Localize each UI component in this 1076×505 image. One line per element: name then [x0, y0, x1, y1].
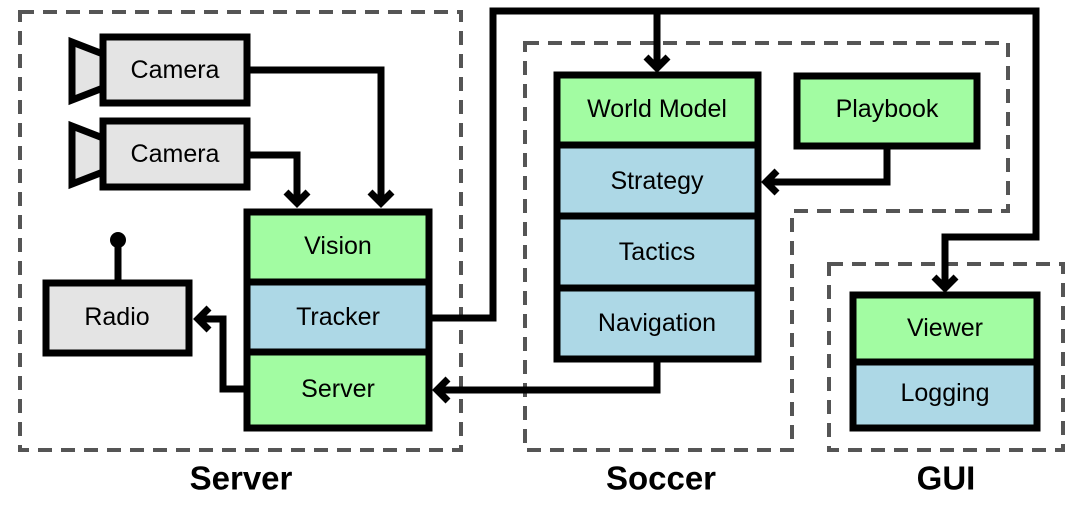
- world-model-block: [553, 71, 762, 149]
- soccer-group-label: Soccer: [606, 460, 716, 497]
- gui-group-label: GUI: [917, 460, 976, 497]
- camera-node-2: Camera: [68, 117, 251, 191]
- arrowhead-server-radio: [193, 305, 212, 333]
- edge-tracker-to-viewer: [429, 7, 1040, 322]
- vision-label: Vision: [304, 232, 372, 260]
- radio-label: Radio: [84, 303, 149, 331]
- soccer-group-border: [523, 41, 1010, 452]
- playbook-block: [793, 72, 981, 150]
- tactics-label: Tactics: [619, 238, 695, 266]
- tactics-block: [553, 212, 762, 292]
- camera-body: [99, 117, 251, 191]
- camera-label: Camera: [131, 140, 220, 168]
- server-block: [243, 348, 433, 432]
- logging-block: [849, 358, 1041, 432]
- radio-box: [42, 279, 193, 357]
- edge-server-to-radio: [198, 315, 247, 393]
- world-model-label: World Model: [587, 95, 727, 123]
- tracker-label: Tracker: [296, 303, 380, 331]
- strategy-block: [553, 141, 762, 220]
- camera-lens-icon: [68, 36, 107, 106]
- server-group-border: [18, 10, 463, 452]
- viewer-label: Viewer: [907, 314, 983, 342]
- arrowhead-tracker-viewer: [931, 274, 959, 293]
- arrowhead-camera1-vision: [367, 189, 395, 208]
- playbook-node: Playbook: [793, 72, 981, 150]
- camera-node-1: Camera: [68, 33, 251, 107]
- edge-camera2-to-vision: [247, 151, 301, 203]
- logging-label: Logging: [901, 379, 990, 407]
- arrowhead-camera2-vision: [283, 189, 311, 208]
- arrowhead-tracker-world-model: [643, 54, 671, 73]
- camera-body: [99, 33, 251, 107]
- edge-camera1-to-vision: [247, 66, 385, 203]
- server-label: Server: [301, 375, 375, 403]
- soccer-stack: World Model Strategy Tactics Navigation: [553, 71, 762, 363]
- playbook-label: Playbook: [836, 95, 939, 123]
- server-stack: Vision Tracker Server: [243, 208, 433, 432]
- tracker-block: [243, 278, 433, 356]
- server-group-label: Server: [190, 460, 293, 497]
- camera-label: Camera: [131, 56, 220, 84]
- strategy-label: Strategy: [610, 167, 704, 195]
- gui-stack: Viewer Logging: [849, 291, 1041, 432]
- arrowhead-navigation-server: [432, 376, 451, 404]
- edge-navigation-to-server: [437, 359, 661, 394]
- navigation-block: [553, 284, 762, 363]
- arrowhead-playbook-strategy: [761, 168, 780, 196]
- viewer-block: [849, 291, 1041, 366]
- camera-lens-icon: [68, 120, 107, 190]
- navigation-label: Navigation: [598, 309, 716, 337]
- vision-block: [243, 208, 433, 286]
- edge-playbook-to-strategy: [766, 146, 891, 186]
- antenna-tip-icon: [110, 232, 126, 248]
- radio-node: Radio: [42, 232, 193, 357]
